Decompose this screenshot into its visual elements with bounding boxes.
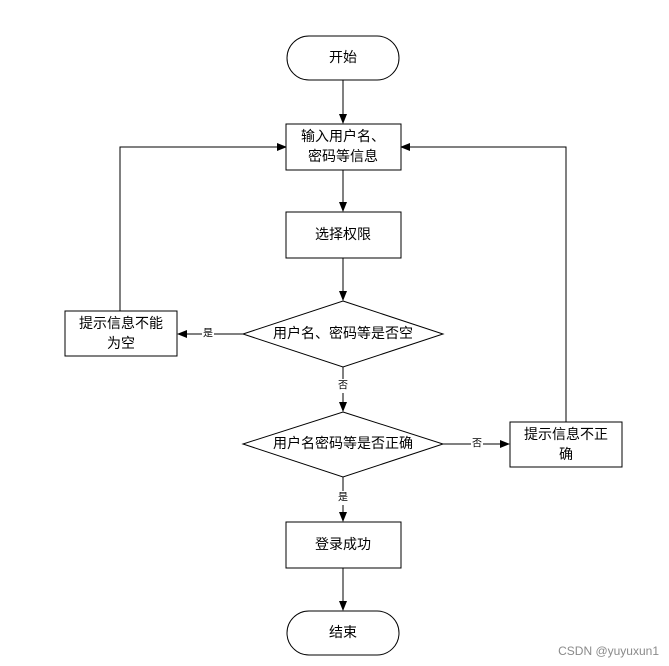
edge-labels: 是 否 否 是	[202, 327, 483, 505]
edge-label-correct-yes: 是	[338, 492, 348, 504]
select-role-shape	[285, 211, 402, 259]
correct-check-node: 用户名密码等是否正确	[241, 411, 445, 478]
start-terminal-shape	[286, 35, 400, 81]
edge-label-bg-empty-no	[337, 379, 349, 393]
wrong-warn-node: 提示信息不正 确	[509, 421, 623, 468]
wrong-warn-label-line2: 确	[559, 447, 573, 463]
edge-label-empty-yes: 是	[203, 328, 213, 340]
empty-warn-node: 提示信息不能 为空	[64, 310, 178, 357]
input-label-line2: 密码等信息	[308, 148, 378, 165]
correct-check-label: 用户名密码等是否正确	[273, 435, 413, 452]
edge-label-bg-empty-yes	[202, 327, 214, 341]
correct-check-diamond	[241, 411, 445, 478]
empty-warn-label-line1: 提示信息不能	[79, 315, 163, 332]
edge-empty-warn-loop	[119, 143, 287, 311]
empty-check-label: 用户名、密码等是否空	[273, 325, 413, 342]
input-node: 输入用户名、 密码等信息	[285, 123, 402, 171]
start-label: 开始	[329, 50, 357, 66]
edge-label-empty-no: 否	[338, 380, 348, 392]
select-role-node: 选择权限	[285, 211, 402, 259]
wrong-warn-label-line1: 提示信息不正	[524, 426, 608, 443]
start-node: 开始	[286, 35, 400, 81]
input-label-line1: 输入用户名、	[301, 128, 385, 145]
empty-check-node: 用户名、密码等是否空	[241, 300, 445, 368]
empty-warn-shape	[64, 310, 178, 357]
empty-warn-label-line2: 为空	[107, 336, 135, 352]
input-process-shape	[285, 123, 402, 171]
wrong-warn-shape	[509, 421, 623, 468]
login-success-node: 登录成功	[285, 521, 402, 569]
empty-check-diamond	[241, 300, 445, 368]
watermark: CSDN @yuyuxun1	[558, 644, 659, 658]
login-success-shape	[285, 521, 402, 569]
edge-label-bg-correct-no	[471, 437, 483, 451]
login-success-label: 登录成功	[315, 537, 371, 553]
select-role-label: 选择权限	[315, 227, 371, 243]
edge-label-correct-no: 否	[472, 438, 482, 450]
edge-label-bg-correct-yes	[337, 491, 349, 505]
end-node: 结束	[286, 610, 400, 656]
end-label: 结束	[329, 625, 357, 641]
end-terminal-shape	[286, 610, 400, 656]
edge-wrong-warn-loop	[400, 143, 567, 422]
